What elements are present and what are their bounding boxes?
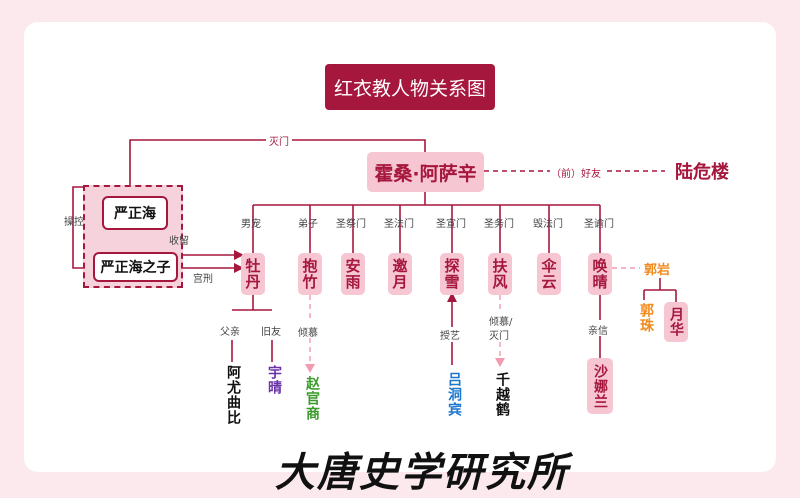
yan-father-node: 严正海: [102, 196, 168, 230]
yan-son-node: 严正海之子: [93, 252, 178, 282]
role-label: 圣法门: [384, 219, 414, 230]
fufeng-arrow: [495, 358, 505, 367]
fufeng-target-name: 千越鹤: [494, 372, 510, 417]
guo-child-name: 郭珠: [638, 303, 654, 333]
member-node: 扶风: [488, 253, 512, 295]
member-node: 安雨: [341, 253, 365, 295]
role-label: 弟子: [298, 219, 318, 230]
friend-label: （前）好友: [551, 169, 601, 180]
friend-node: 陆危楼: [675, 162, 729, 183]
admire-arrow: [305, 364, 315, 373]
adopt-arrow: [234, 250, 244, 260]
member-node: 唤晴: [588, 253, 612, 295]
fufeng-label-2: 灭门: [489, 331, 509, 342]
destroy-label: 灭门: [266, 133, 292, 148]
punish-label: 宫刑: [193, 274, 213, 285]
member-node: 探雪: [440, 253, 464, 295]
control-line: [72, 186, 92, 269]
role-label: 圣宣门: [436, 219, 466, 230]
diagram-title: 红衣教人物关系图: [325, 64, 495, 110]
mudan-father-name: 阿尤曲比: [225, 365, 241, 425]
member-node: 伞云: [537, 253, 561, 295]
fufeng-label-1: 倾慕/: [489, 317, 513, 328]
role-label: 圣谕门: [584, 219, 614, 230]
mudan-friend-name: 宇晴: [266, 365, 282, 395]
old-friend-label: 旧友: [261, 327, 281, 338]
huanqing-trustee-node: 沙娜兰: [587, 358, 613, 414]
role-label: 圣务门: [484, 219, 514, 230]
member-node: 邀月: [388, 253, 412, 295]
member-node: 抱竹: [298, 253, 322, 295]
role-label: 圣祭门: [336, 219, 366, 230]
baozhu-target-name: 赵官商: [304, 376, 320, 421]
role-label: 男宠: [241, 219, 261, 230]
trust-label: 亲信: [588, 326, 608, 337]
teach-label: 授艺: [440, 327, 460, 342]
guo-child-node: 月华: [664, 302, 688, 342]
punish-arrow: [234, 263, 244, 273]
role-label: 毁法门: [533, 219, 563, 230]
admire-label: 倾慕: [298, 328, 318, 339]
watermark-logo: 大唐史学研究所: [275, 449, 569, 496]
adopt-label: 收留: [169, 236, 189, 247]
father-label: 父亲: [220, 327, 240, 338]
teach-arrow: [447, 292, 457, 302]
guo-parent-name: 郭岩: [644, 263, 671, 278]
member-node: 牡丹: [241, 253, 265, 295]
control-label: 操控: [64, 217, 84, 228]
center-node: 霍桑·阿萨辛: [367, 152, 484, 192]
tanxue-teacher-name: 吕洞宾: [446, 372, 462, 417]
